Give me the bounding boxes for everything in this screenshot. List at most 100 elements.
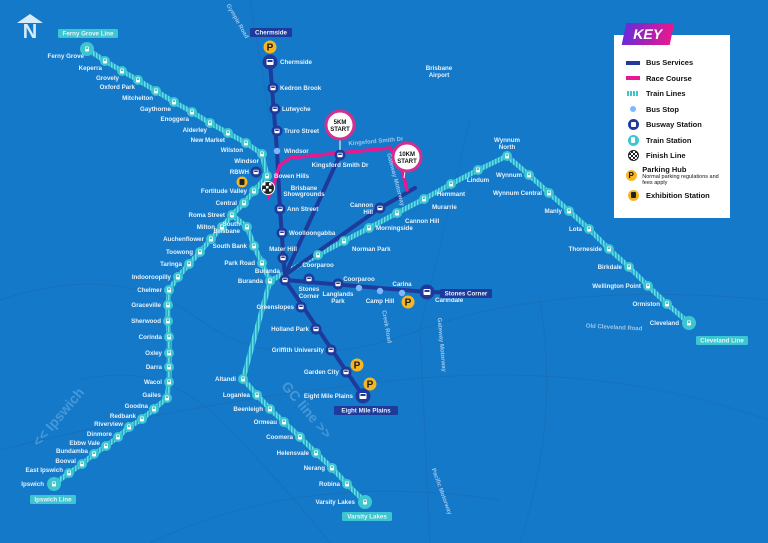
train-station-icon[interactable] <box>205 118 215 128</box>
train-station-icon[interactable] <box>262 171 272 181</box>
busway-station-icon[interactable] <box>276 227 288 239</box>
busway-station-icon[interactable] <box>332 278 344 290</box>
bus-stop-icon[interactable] <box>355 284 363 292</box>
train-station-icon[interactable] <box>662 299 672 309</box>
train-station-icon[interactable] <box>173 272 183 282</box>
train-station-icon[interactable] <box>249 186 259 196</box>
train-station-icon[interactable] <box>249 241 259 251</box>
train-station-icon[interactable] <box>295 432 305 442</box>
train-station-icon[interactable] <box>47 477 61 491</box>
busway-station-icon[interactable] <box>262 54 278 70</box>
train-station-icon[interactable] <box>151 86 161 96</box>
train-station-icon[interactable] <box>342 479 352 489</box>
train-station-icon[interactable] <box>238 374 248 384</box>
train-station-icon[interactable] <box>502 151 512 161</box>
busway-station-icon[interactable] <box>295 301 307 313</box>
train-station-icon[interactable] <box>184 259 194 269</box>
parking-hub-icon[interactable]: P <box>363 377 377 391</box>
parking-hub-icon[interactable]: P <box>350 358 364 372</box>
busway-station-icon[interactable] <box>374 202 386 214</box>
train-station-icon[interactable] <box>164 285 174 295</box>
bus-stop-icon[interactable] <box>398 289 406 297</box>
busway-station-icon[interactable] <box>303 273 315 285</box>
parking-hub-icon[interactable]: P <box>263 40 277 54</box>
train-station-icon[interactable] <box>257 258 267 268</box>
train-station-icon[interactable] <box>682 316 696 330</box>
busway-station-icon[interactable] <box>269 103 281 115</box>
train-station-icon[interactable] <box>133 75 143 85</box>
train-station-icon[interactable] <box>643 281 653 291</box>
train-station-icon[interactable] <box>149 404 159 414</box>
train-station-icon[interactable] <box>392 208 402 218</box>
train-station-icon[interactable] <box>187 107 197 117</box>
busway-station-icon[interactable] <box>340 366 352 378</box>
train-station-icon[interactable] <box>327 463 337 473</box>
train-station-icon[interactable] <box>164 362 174 372</box>
train-station-icon[interactable] <box>124 422 134 432</box>
busway-station-icon[interactable] <box>267 82 279 94</box>
station-label: Ormiston <box>632 301 660 308</box>
train-station-icon[interactable] <box>279 417 289 427</box>
train-station-icon[interactable] <box>217 222 227 232</box>
train-station-icon[interactable] <box>473 165 483 175</box>
station-label: Milton <box>197 224 215 231</box>
train-station-icon[interactable] <box>223 128 233 138</box>
busway-station-icon[interactable] <box>310 323 322 335</box>
parking-hub-icon[interactable]: P <box>401 295 415 309</box>
train-station-icon[interactable] <box>100 56 110 66</box>
train-station-icon[interactable] <box>446 179 456 189</box>
busway-station-icon[interactable] <box>279 274 291 286</box>
train-station-icon[interactable] <box>604 244 614 254</box>
train-station-icon[interactable] <box>117 66 127 76</box>
busway-station-icon[interactable] <box>277 252 289 264</box>
train-station-icon[interactable] <box>265 404 275 414</box>
train-station-icon[interactable] <box>524 170 534 180</box>
bus-stop-icon[interactable] <box>273 147 281 155</box>
train-station-icon[interactable] <box>164 332 174 342</box>
train-station-icon[interactable] <box>77 459 87 469</box>
train-station-icon[interactable] <box>162 393 172 403</box>
train-station-icon[interactable] <box>80 42 94 56</box>
train-station-icon[interactable] <box>242 222 252 232</box>
train-station-icon[interactable] <box>169 97 179 107</box>
train-station-icon[interactable] <box>544 188 554 198</box>
train-station-icon[interactable] <box>265 276 275 286</box>
train-station-icon[interactable] <box>227 210 237 220</box>
train-station-icon[interactable] <box>163 316 173 326</box>
train-station-icon[interactable] <box>163 300 173 310</box>
busway-station-icon[interactable] <box>250 166 262 178</box>
road-label-gympie: Gympie Road <box>225 3 250 40</box>
train-station-icon[interactable] <box>164 348 174 358</box>
busway-station-icon[interactable] <box>271 125 283 137</box>
train-station-icon[interactable] <box>339 236 349 246</box>
train-station-icon[interactable] <box>257 149 267 159</box>
train-station-icon[interactable] <box>252 390 262 400</box>
busway-station-icon[interactable] <box>274 203 286 215</box>
train-station-icon[interactable] <box>311 448 321 458</box>
train-station-icon[interactable] <box>206 234 216 244</box>
train-station-icon[interactable] <box>584 224 594 234</box>
exhibition-station-icon[interactable] <box>236 176 248 188</box>
busway-station-icon[interactable] <box>355 388 371 404</box>
busway-station-icon[interactable] <box>419 284 435 300</box>
station-label: RBWH <box>230 169 250 176</box>
train-station-icon[interactable] <box>164 377 174 387</box>
busway-station-icon[interactable] <box>325 344 337 356</box>
train-station-icon[interactable] <box>64 468 74 478</box>
train-station-icon[interactable] <box>364 223 374 233</box>
train-station-icon[interactable] <box>313 250 323 260</box>
train-station-icon[interactable] <box>89 449 99 459</box>
bus-stop-icon[interactable] <box>376 287 384 295</box>
train-station-icon[interactable] <box>419 194 429 204</box>
train-station-icon[interactable] <box>564 206 574 216</box>
train-station-icon[interactable] <box>113 432 123 442</box>
train-station-icon[interactable] <box>101 441 111 451</box>
train-station-icon[interactable] <box>624 262 634 272</box>
train-station-icon[interactable] <box>137 414 147 424</box>
train-station-icon[interactable] <box>195 247 205 257</box>
station-label: Nerang <box>304 465 326 472</box>
train-station-icon[interactable] <box>358 495 372 509</box>
train-station-icon[interactable] <box>239 198 249 208</box>
busway-station-icon[interactable] <box>334 149 346 161</box>
train-station-icon[interactable] <box>241 138 251 148</box>
